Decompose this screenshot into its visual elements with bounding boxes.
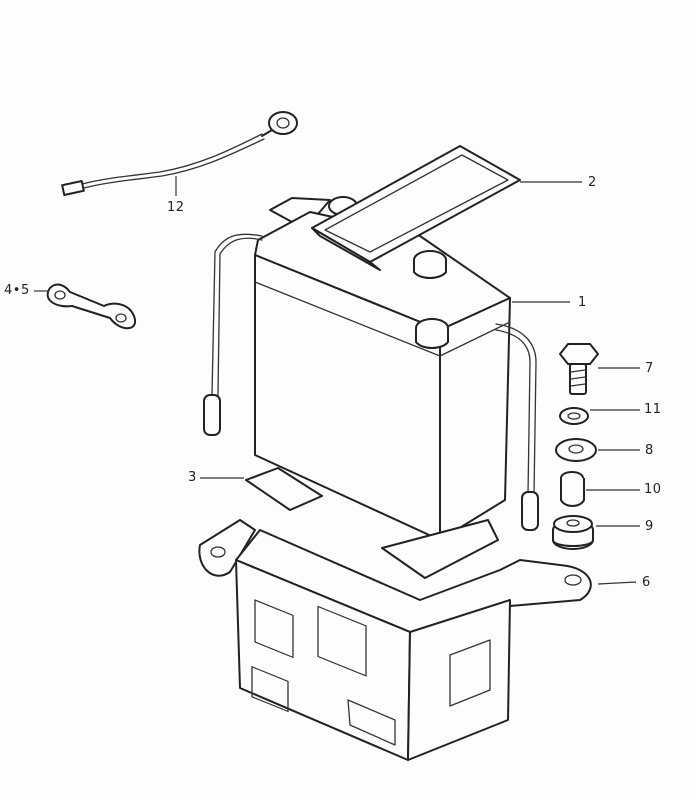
part-7-bolt	[559, 343, 640, 395]
part-4-5-link-plate	[34, 283, 137, 330]
callout-7: 7	[645, 361, 654, 376]
callout-4-5: 4•5	[4, 283, 30, 298]
part-11-spring-washer	[559, 407, 640, 425]
callout-3: 3	[188, 470, 197, 485]
callout-6: 6	[642, 575, 651, 590]
callout-9: 9	[645, 519, 654, 534]
callout-10: 10	[644, 482, 662, 497]
callout-1: 1	[578, 295, 587, 310]
part-3-pad	[200, 467, 323, 511]
part-2-strap	[311, 145, 582, 271]
part-10-collar	[560, 471, 640, 507]
callout-12: 12	[167, 200, 185, 215]
part-12-lead-wire	[61, 111, 298, 196]
part-1-battery	[203, 196, 570, 541]
part-9-grommet	[552, 515, 640, 550]
part-6-tray	[198, 519, 637, 761]
callout-2: 2	[588, 175, 597, 190]
part-8-washer	[555, 438, 640, 462]
callout-8: 8	[645, 443, 654, 458]
callout-11: 11	[644, 402, 662, 417]
